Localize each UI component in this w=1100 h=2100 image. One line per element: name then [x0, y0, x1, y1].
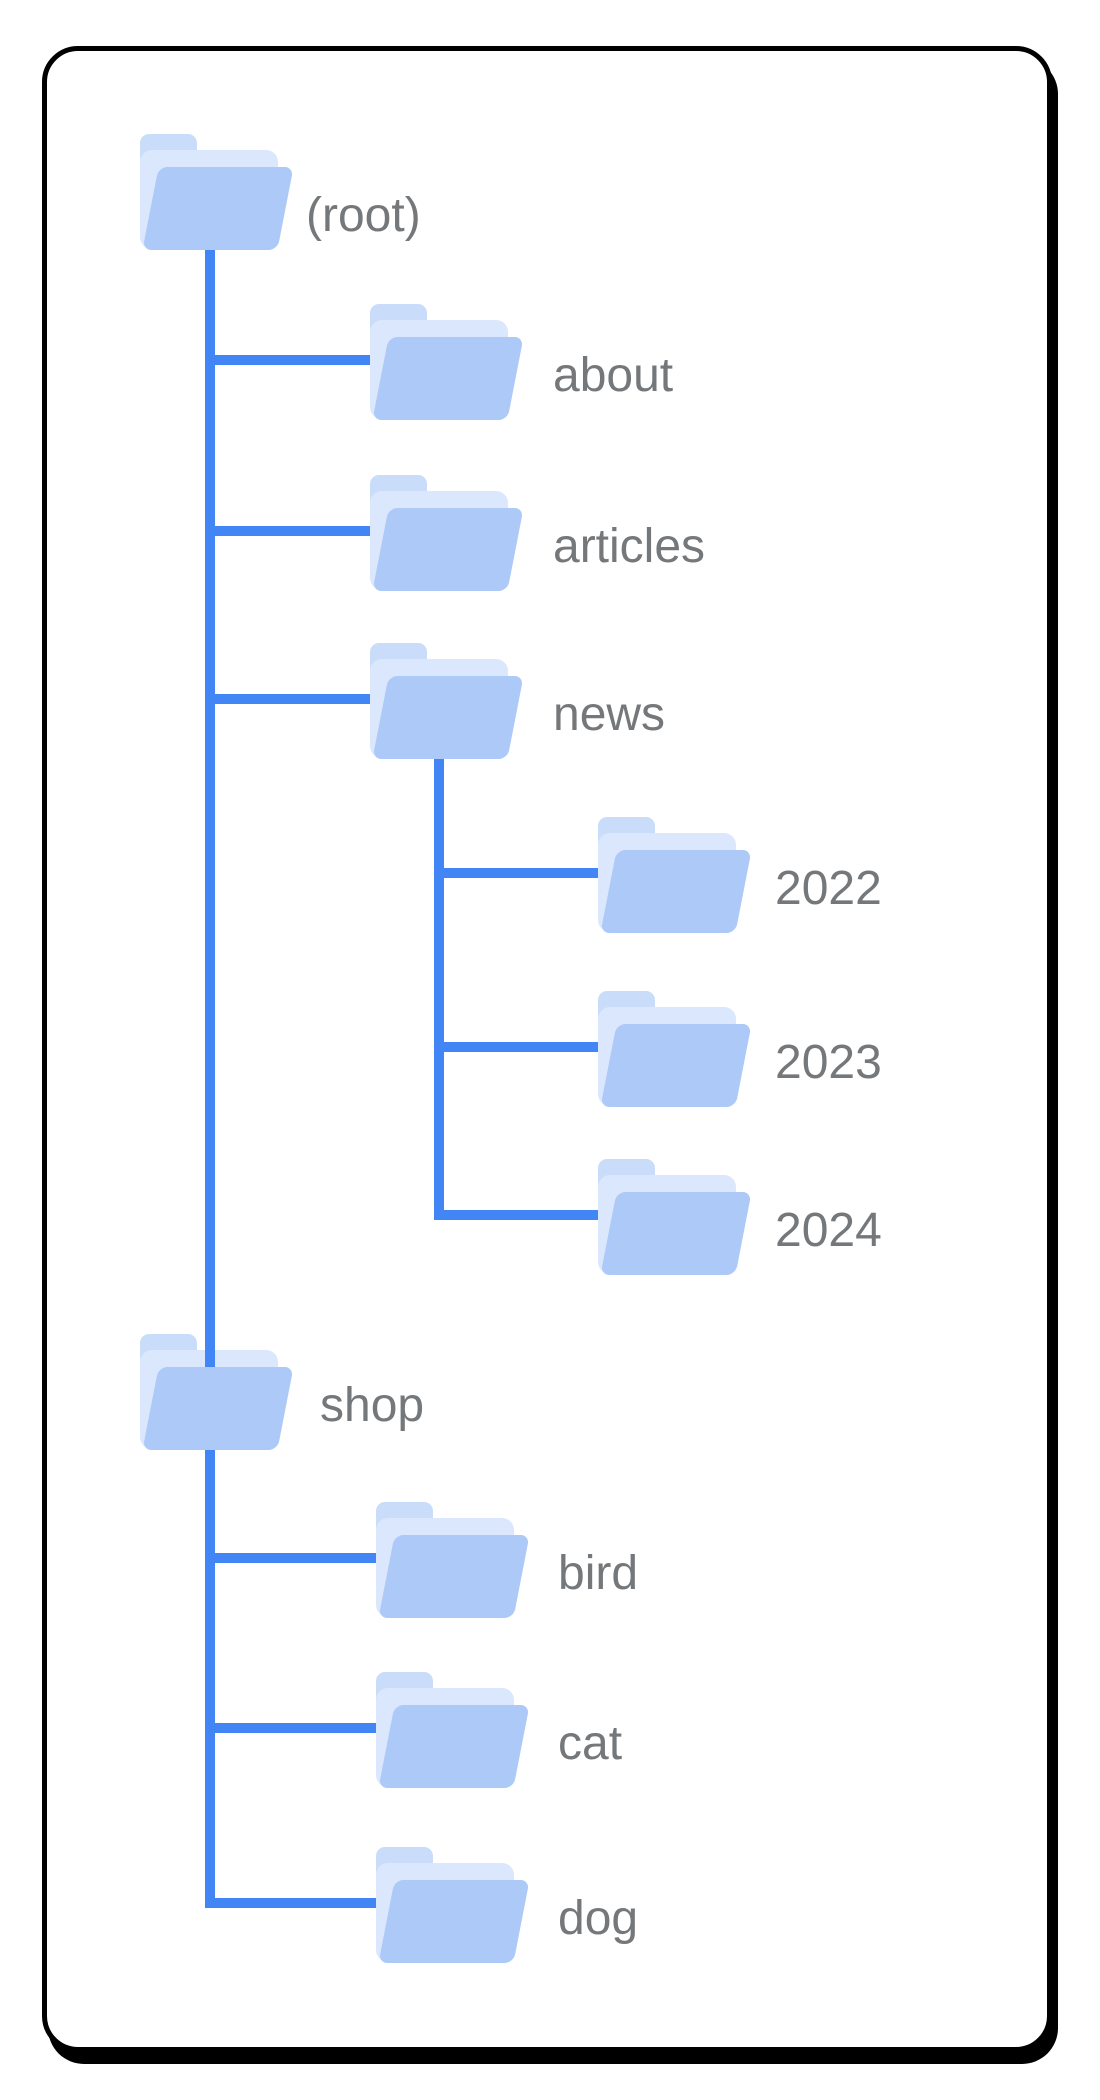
- trunk-pass-through-shop: [205, 1341, 215, 1367]
- node-label-2024: 2024: [775, 1204, 882, 1257]
- node-label-bird: bird: [558, 1547, 639, 1600]
- folder-icon-shop: [140, 1334, 293, 1450]
- root-trunk-line: [205, 244, 215, 1908]
- branch-line-news: [205, 694, 410, 704]
- branch-line-cat: [205, 1723, 415, 1733]
- folder-icon-2024: [598, 1159, 751, 1275]
- folder-icon-2022: [598, 817, 751, 933]
- branch-line-bird: [205, 1553, 415, 1563]
- node-label-root: (root): [306, 189, 421, 242]
- node-label-2023: 2023: [775, 1036, 882, 1089]
- folder-icon-articles: [370, 475, 523, 591]
- node-label-shop: shop: [320, 1379, 425, 1432]
- node-label-2022: 2022: [775, 862, 882, 915]
- folder-icon-cat: [376, 1672, 529, 1788]
- node-label-cat: cat: [558, 1717, 623, 1770]
- folder-icon-bird: [376, 1502, 529, 1618]
- news-trunk-line: [434, 754, 444, 1220]
- branch-line-about: [205, 355, 410, 365]
- branch-line-articles: [205, 526, 410, 536]
- node-label-news: news: [553, 688, 666, 741]
- node-label-articles: articles: [553, 520, 706, 573]
- node-label-dog: dog: [558, 1892, 639, 1945]
- folder-icon-news: [370, 643, 523, 759]
- node-label-about: about: [553, 349, 674, 402]
- folder-icon-root: [140, 134, 293, 250]
- folder-icon-2023: [598, 991, 751, 1107]
- branch-line-2022: [434, 868, 650, 878]
- folder-icon-dog: [376, 1847, 529, 1963]
- folder-icon-about: [370, 304, 523, 420]
- branch-line-2024: [434, 1210, 650, 1220]
- branch-line-dog: [205, 1898, 415, 1908]
- branch-line-2023: [434, 1042, 650, 1052]
